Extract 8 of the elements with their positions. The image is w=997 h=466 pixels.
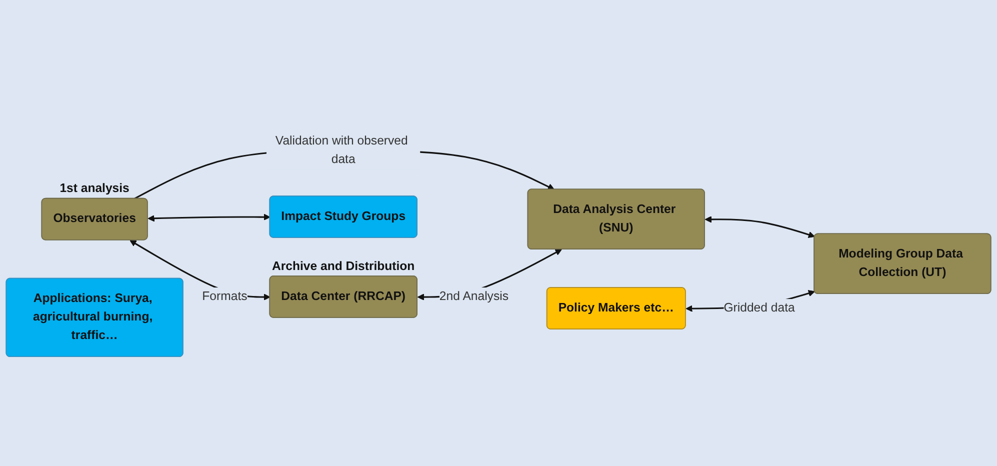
node-caption: 1st analysis (60, 181, 130, 196)
edge-label: Gridded data (724, 301, 795, 314)
arrow (704, 216, 815, 238)
edge-label: 2nd Analysis (439, 290, 508, 303)
edge-label: Validation with observed data (275, 134, 408, 166)
edge-label: Formats (202, 290, 248, 303)
arrow (148, 214, 270, 222)
node-caption: Archive and Distribution (272, 258, 415, 273)
